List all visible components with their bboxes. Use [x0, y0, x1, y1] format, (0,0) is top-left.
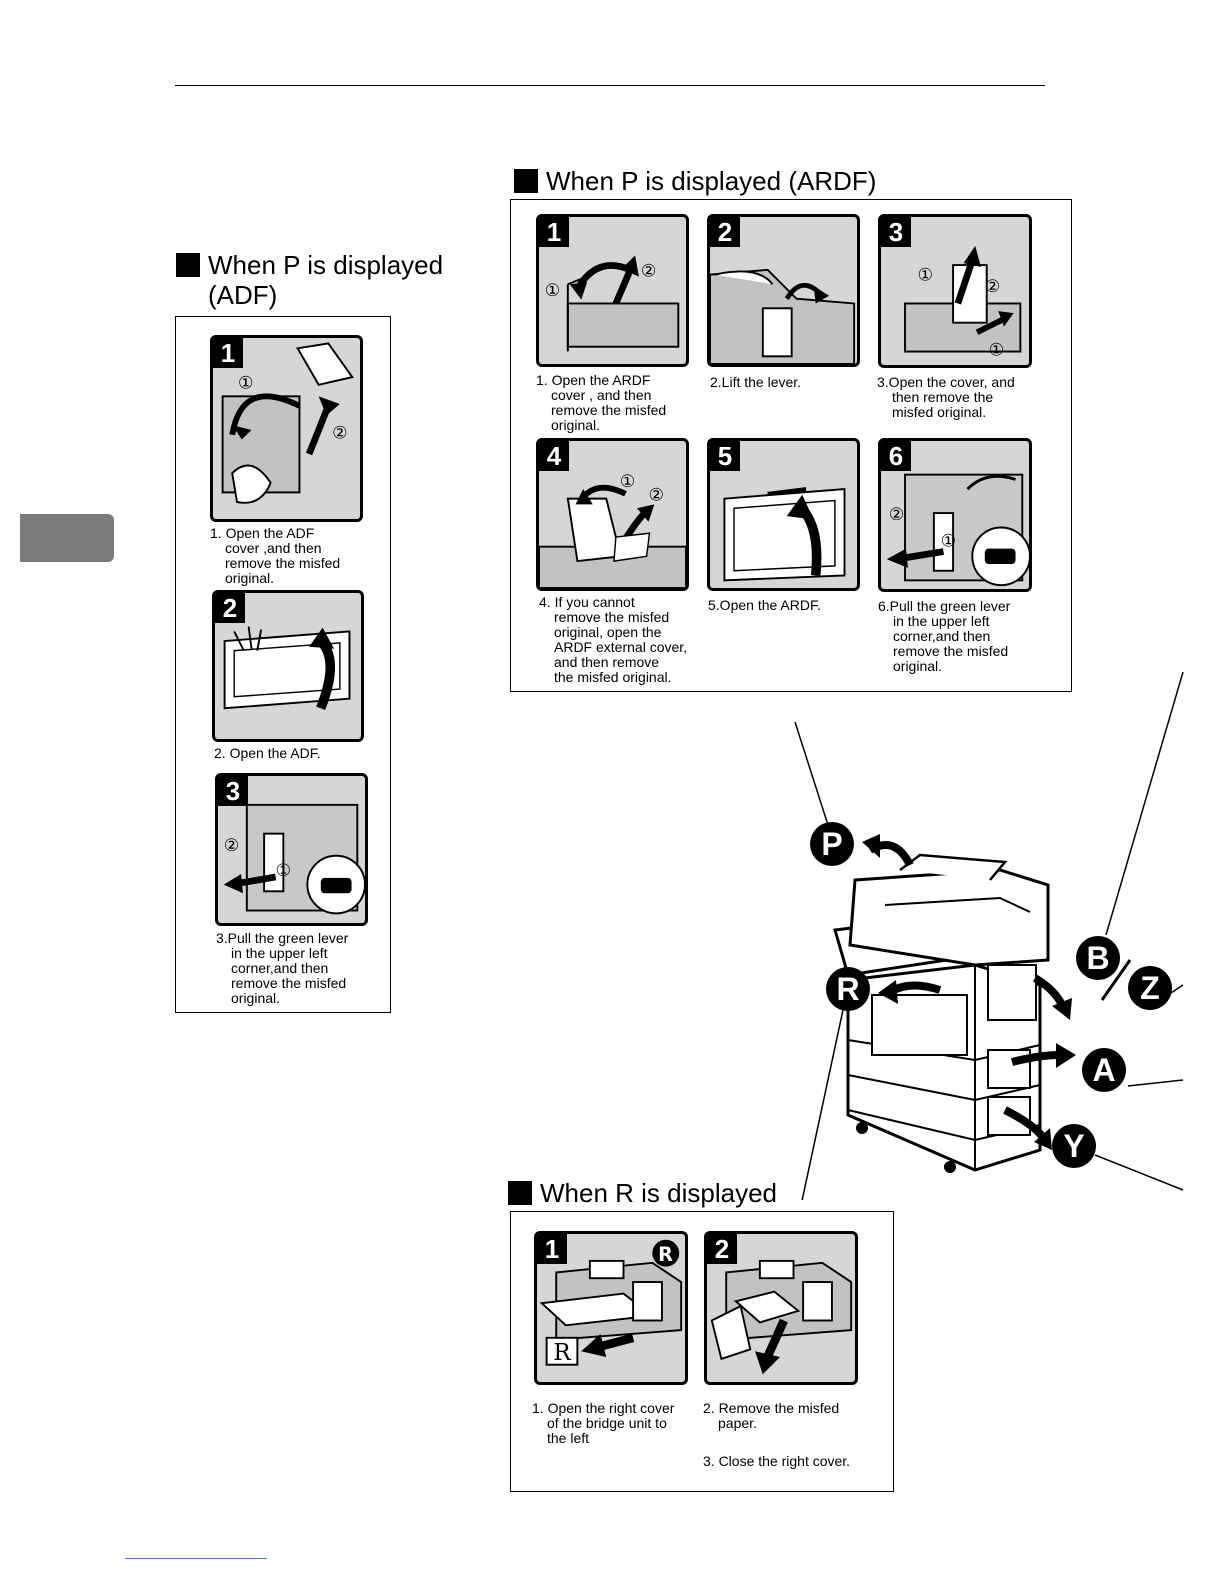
r-step-1-caption: 1. Open the right cover of the bridge un… [532, 1400, 675, 1446]
ardf-step-2-caption: 2.Lift the lever. [710, 374, 802, 390]
r-title-text: When R is displayed [540, 1178, 777, 1208]
ardf-step-5-illustration: 5 [707, 438, 860, 591]
svg-text:①: ① [276, 861, 292, 881]
svg-text:①: ① [918, 265, 934, 285]
adf-title-text: When P is displayed (ADF) [208, 250, 444, 310]
adf-step-1-illustration: 1 ① ② [210, 335, 363, 522]
callout-r: R [826, 967, 870, 1011]
svg-text:②: ② [224, 836, 240, 856]
step-number: 2 [710, 217, 740, 247]
r-step-2-illustration: 2 [704, 1231, 858, 1385]
step-number: 1 [539, 217, 569, 247]
svg-text:②: ② [889, 505, 905, 525]
callout-z: Z [1128, 966, 1172, 1010]
callout-a: A [1082, 1048, 1126, 1092]
adf-section-title: When P is displayed (ADF) [176, 250, 443, 310]
step-number: 1 [537, 1234, 567, 1264]
r-step-2-caption: 2. Remove the misfed paper. [703, 1400, 840, 1431]
ardf-step-1-illustration: 1 ① ② [536, 214, 689, 367]
step-number: 6 [881, 441, 911, 471]
callout-y: Y [1052, 1124, 1096, 1168]
ardf-frame [510, 199, 1072, 692]
callout-b: B [1076, 936, 1120, 980]
svg-text:②: ② [641, 262, 657, 282]
svg-text:②: ② [332, 424, 348, 444]
svg-text:①: ① [545, 281, 561, 301]
ardf-step-1-caption: 1. Open the ARDF cover , and then remove… [536, 372, 667, 433]
ardf-step-3-illustration: 3 ① ② ① [878, 214, 1032, 368]
r-section-title: When R is displayed [508, 1178, 777, 1208]
step-number: 2 [215, 593, 245, 623]
step-number: 2 [707, 1234, 737, 1264]
ardf-step-2-illustration: 2 [707, 214, 860, 367]
step-number: 4 [539, 441, 569, 471]
step-number: 5 [710, 441, 740, 471]
adf-step-3-illustration: 3 ② ① [215, 773, 368, 926]
r-frame [510, 1211, 894, 1492]
r-corner-label: R [658, 1243, 673, 1266]
copier-overview-illustration [794, 671, 1184, 1200]
adf-step-1-caption: 1. Open the ADF cover ,and then remove t… [210, 525, 341, 586]
adf-step-2-caption: 2. Open the ADF. [214, 745, 321, 761]
step-number: 3 [881, 217, 911, 247]
svg-text:①: ① [238, 374, 254, 394]
ardf-step-4-caption: 4. If you cannot remove the misfed origi… [539, 594, 688, 685]
svg-text:②: ② [649, 486, 665, 506]
svg-text:②: ② [985, 277, 1001, 297]
r-step-1-illustration: 1 R R [534, 1231, 688, 1385]
ardf-step-4-illustration: 4 ① ② [536, 438, 689, 591]
ardf-step-6-caption: 6.Pull the green lever in the upper left… [878, 598, 1011, 674]
ardf-title-text: When P is displayed (ARDF) [546, 166, 877, 196]
step-number: 3 [218, 776, 248, 806]
ardf-step-6-illustration: 6 ② ① [878, 438, 1032, 592]
r-step-3-caption: 3. Close the right cover. [703, 1453, 851, 1469]
svg-text:①: ① [989, 340, 1005, 360]
adf-step-2-illustration: 2 [212, 590, 364, 742]
ardf-step-5-caption: 5.Open the ARDF. [708, 597, 821, 613]
step-number: 1 [213, 338, 243, 368]
callout-p: P [810, 822, 854, 866]
svg-text:①: ① [941, 532, 957, 552]
adf-step-3-caption: 3.Pull the green lever in the upper left… [216, 930, 349, 1006]
footer-link-rule [125, 1558, 267, 1559]
header-rule [175, 85, 1045, 86]
svg-text:①: ① [620, 472, 636, 492]
r-box-label: R [553, 1340, 571, 1366]
ardf-section-title: When P is displayed (ARDF) [514, 166, 876, 196]
adf-frame [175, 316, 391, 1013]
ardf-step-3-caption: 3.Open the cover, and then remove the mi… [877, 374, 1015, 420]
chapter-tab [20, 514, 114, 562]
